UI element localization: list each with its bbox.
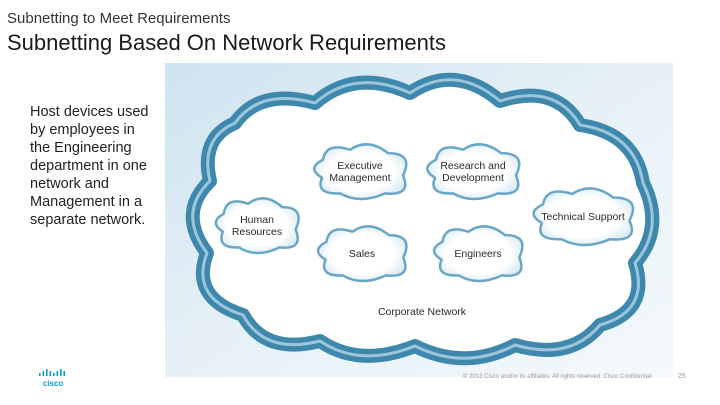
logo-text: cisco [43, 379, 64, 388]
page-number: 25 [678, 373, 686, 380]
cloud-shape-hr [214, 197, 300, 255]
cloud-tech: Technical Support [532, 187, 635, 247]
cloud-label-hr: Human [240, 214, 274, 226]
cloud-label-eng: Engineers [454, 248, 501, 260]
cloud-sales: Sales [316, 225, 408, 283]
cloud-label-sales: Sales [349, 248, 375, 260]
description-text: Host devices used by employees in the En… [30, 104, 149, 228]
slide-subtitle: Subnetting to Meet Requirements [7, 10, 231, 27]
cloud-label-rnd: Research and [440, 160, 506, 172]
cloud-label-exec: Management [329, 172, 390, 184]
slide-title: Subnetting Based On Network Requirements [7, 30, 447, 55]
cloud-eng: Engineers [432, 225, 524, 283]
cloud-shape-sales [316, 225, 408, 283]
cloud-shape-eng [432, 225, 524, 283]
cisco-logo: cisco [39, 369, 66, 388]
cloud-shape-exec [313, 143, 408, 201]
cloud-label-hr: Resources [232, 226, 282, 238]
cloud-label-tech: Technical Support [541, 211, 625, 223]
cloud-shape-rnd [426, 143, 521, 201]
corporate-network-cloud [185, 72, 660, 366]
corporate-network-label: Corporate Network [378, 306, 467, 318]
footer-copyright: © 2013 Cisco and/or its affiliates. All … [463, 374, 652, 380]
cloud-shape-tech [532, 187, 635, 247]
cloud-label-rnd: Development [442, 172, 504, 184]
cloud-label-exec: Executive [337, 160, 383, 172]
